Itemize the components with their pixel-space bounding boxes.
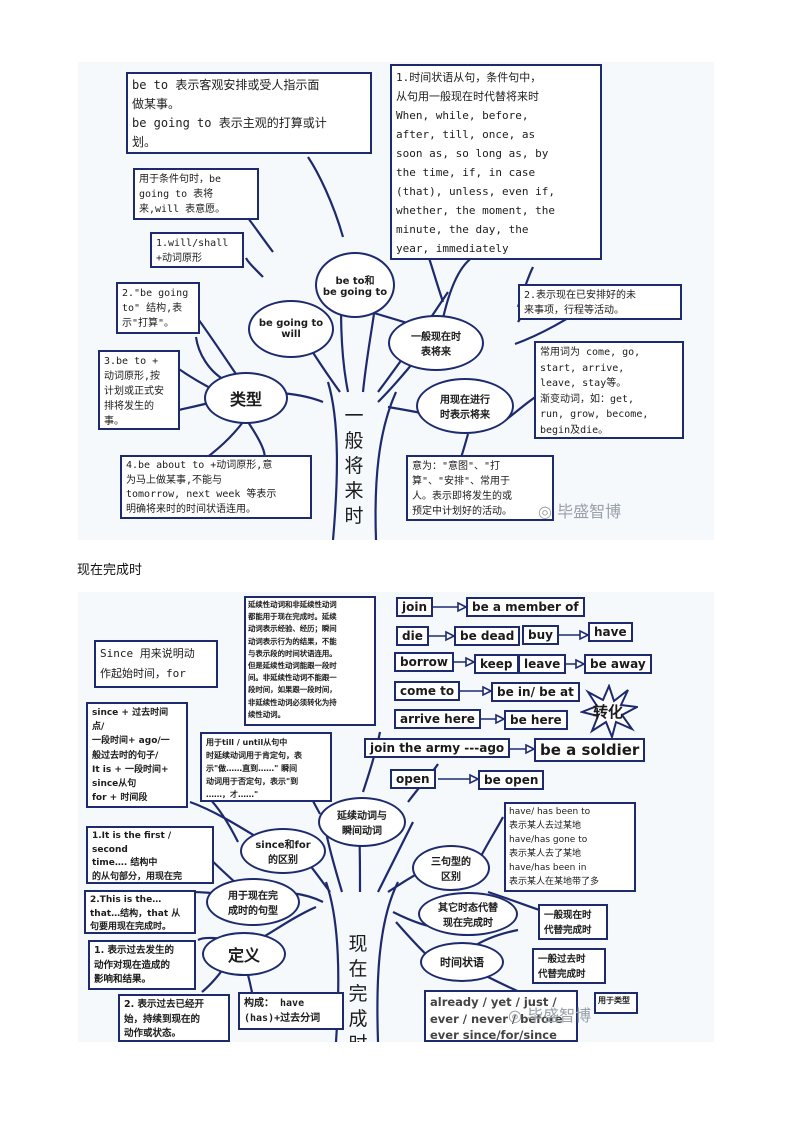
verb-pair-from: buy — [522, 625, 559, 645]
verb-pair-to: keep — [474, 654, 519, 674]
verb-pair-to: be open — [478, 770, 545, 790]
box-construction: 构成： have (has)+过去分词 — [238, 992, 344, 1030]
node-definition: 定义 — [202, 932, 286, 976]
watermark-text: 毕盛智博 — [527, 1006, 592, 1025]
box-be-going-structure: 2."be going to" 结构,表 示"打算"。 — [116, 282, 200, 334]
box-first-second: 1.It is the first / second time…. 结构中 的从… — [86, 826, 214, 884]
watermark-text: 毕盛智博 — [557, 502, 622, 521]
verb-pair-to: be a member of — [466, 597, 585, 617]
watermark-logo-icon: ◎ — [508, 1006, 522, 1025]
node-since-for: since和for 的区别 — [240, 828, 326, 874]
transform-star-label: 转化 — [593, 703, 624, 721]
node-present-progressive: 用现在进行 时表示将来 — [416, 378, 514, 434]
present-perfect-diagram: 转化 现 在 完 成 时 延续动词与 瞬间动词 since和for 的区别 用于… — [78, 592, 714, 1042]
box-corner-note: 用于类型 — [594, 992, 638, 1014]
box-this-is-the: 2.This is the… that…结构，that 从 句要用现在完成时。 — [84, 890, 196, 934]
transform-star — [580, 684, 638, 738]
box-top-note: 延续性动词和非延续性动词 都能用于现在完成时。延续 动词表示经验、经历；瞬间 动… — [244, 596, 376, 726]
section-heading: 现在完成时 — [77, 563, 143, 578]
trunk-label: 现 在 完 成 时 — [348, 933, 368, 1042]
box-past-simple-sub: 一般过去时 代替完成时 — [532, 948, 606, 984]
node-other-tenses: 其它时态代替 现在完成时 — [418, 892, 518, 936]
node-continuous-instant: 延续动词与 瞬间动词 — [318, 797, 406, 847]
future-tense-diagram: 一 般 将 来 时 be to和 be going to be going to… — [78, 62, 714, 540]
verb-pair-to: be here — [504, 710, 568, 730]
watermark-logo-icon: ◎ — [538, 502, 552, 521]
box-conditional: 用于条件句时，be going to 表将 来,will 表意愿。 — [133, 168, 259, 220]
verb-pair-from: arrive here — [394, 709, 481, 729]
box-definition-2: 2. 表示过去已经开 始，持续到现在的 动作或状态。 — [118, 994, 230, 1042]
box-till-until: 用于till / until从句中 时延续动词用于肯定句，表 示"做……直到……… — [200, 732, 332, 802]
box-be-about-to: 4.be about to +动词原形,意 为马上做某事,不能与 tomorro… — [120, 455, 312, 519]
box-will-shall: 1.will/shall +动词原形 — [150, 232, 244, 268]
box-intention: 意为："意图"、"打 算"、"安排"、常用于 人。表示即将发生的或 预定中计划好… — [406, 455, 554, 521]
verb-pair-from: die — [396, 626, 429, 646]
verb-pair-to: be away — [584, 654, 652, 674]
node-sentence-patterns: 用于现在完 成时的句型 — [206, 878, 300, 926]
box-since-time: since + 过去时间 点/ 一段时间+ ago/一 般过去时的句子/ It … — [86, 702, 188, 808]
box-common-verbs: 常用词为 come, go, start, arrive, leave, sta… — [534, 341, 684, 439]
box-adverbs: already / yet / just / ever / never / be… — [424, 990, 578, 1042]
box-definition-1: 1. 表示过去发生的 动作对现在造成的 影响和结果。 — [88, 940, 196, 990]
box-present-simple-sub: 一般现在时 代替完成时 — [538, 904, 608, 940]
node-time-adverbial: 时间状语 — [420, 942, 504, 982]
verb-pair-to: be dead — [454, 626, 521, 646]
node-be-to: be to和 be going to — [315, 252, 395, 318]
verb-pair-from: leave — [518, 654, 567, 674]
verb-pair-from: open — [390, 769, 436, 789]
box-have-been: have/ has been to 表示某人去过某地 have/has gone… — [504, 802, 636, 892]
watermark: ◎ 毕盛智博 — [508, 1002, 591, 1026]
verb-pair-to: be a soldier — [534, 738, 646, 762]
node-present-simple: 一般现在时 表将来 — [388, 315, 484, 371]
verb-pair-from: join — [396, 597, 434, 617]
node-types: 类型 — [204, 372, 288, 424]
box-be-to-plus: 3.be to + 动词原形,按 计划或正式安 排将发生的 事。 — [98, 350, 180, 430]
verb-pair-from: come to — [394, 681, 461, 701]
verb-pair-to: be in/ be at — [491, 682, 580, 702]
node-three-patterns: 三句型的 区别 — [412, 845, 490, 891]
box-adverbial-clause: 1.时间状语从句，条件句中， 从句用一般现在时代替将来时 When, while… — [390, 64, 602, 260]
node-be-going-to: be going to will — [248, 300, 334, 358]
verb-pair-from: borrow — [394, 652, 454, 672]
verb-pair-from: join the army ---ago — [364, 738, 511, 758]
trunk-label: 一 般 将 来 时 — [344, 405, 364, 527]
box-scheduled: 2.表示现在已安排好的未 来事项，行程等活动。 — [518, 284, 682, 320]
box-be-to-definition: be to 表示客观安排或受人指示面 做某事。 be going to 表示主观… — [126, 72, 372, 154]
watermark: ◎ 毕盛智博 — [538, 498, 621, 522]
verb-pair-to: have — [588, 622, 633, 642]
box-since-for-def: Since 用来说明动 作起始时间，for — [94, 640, 218, 688]
